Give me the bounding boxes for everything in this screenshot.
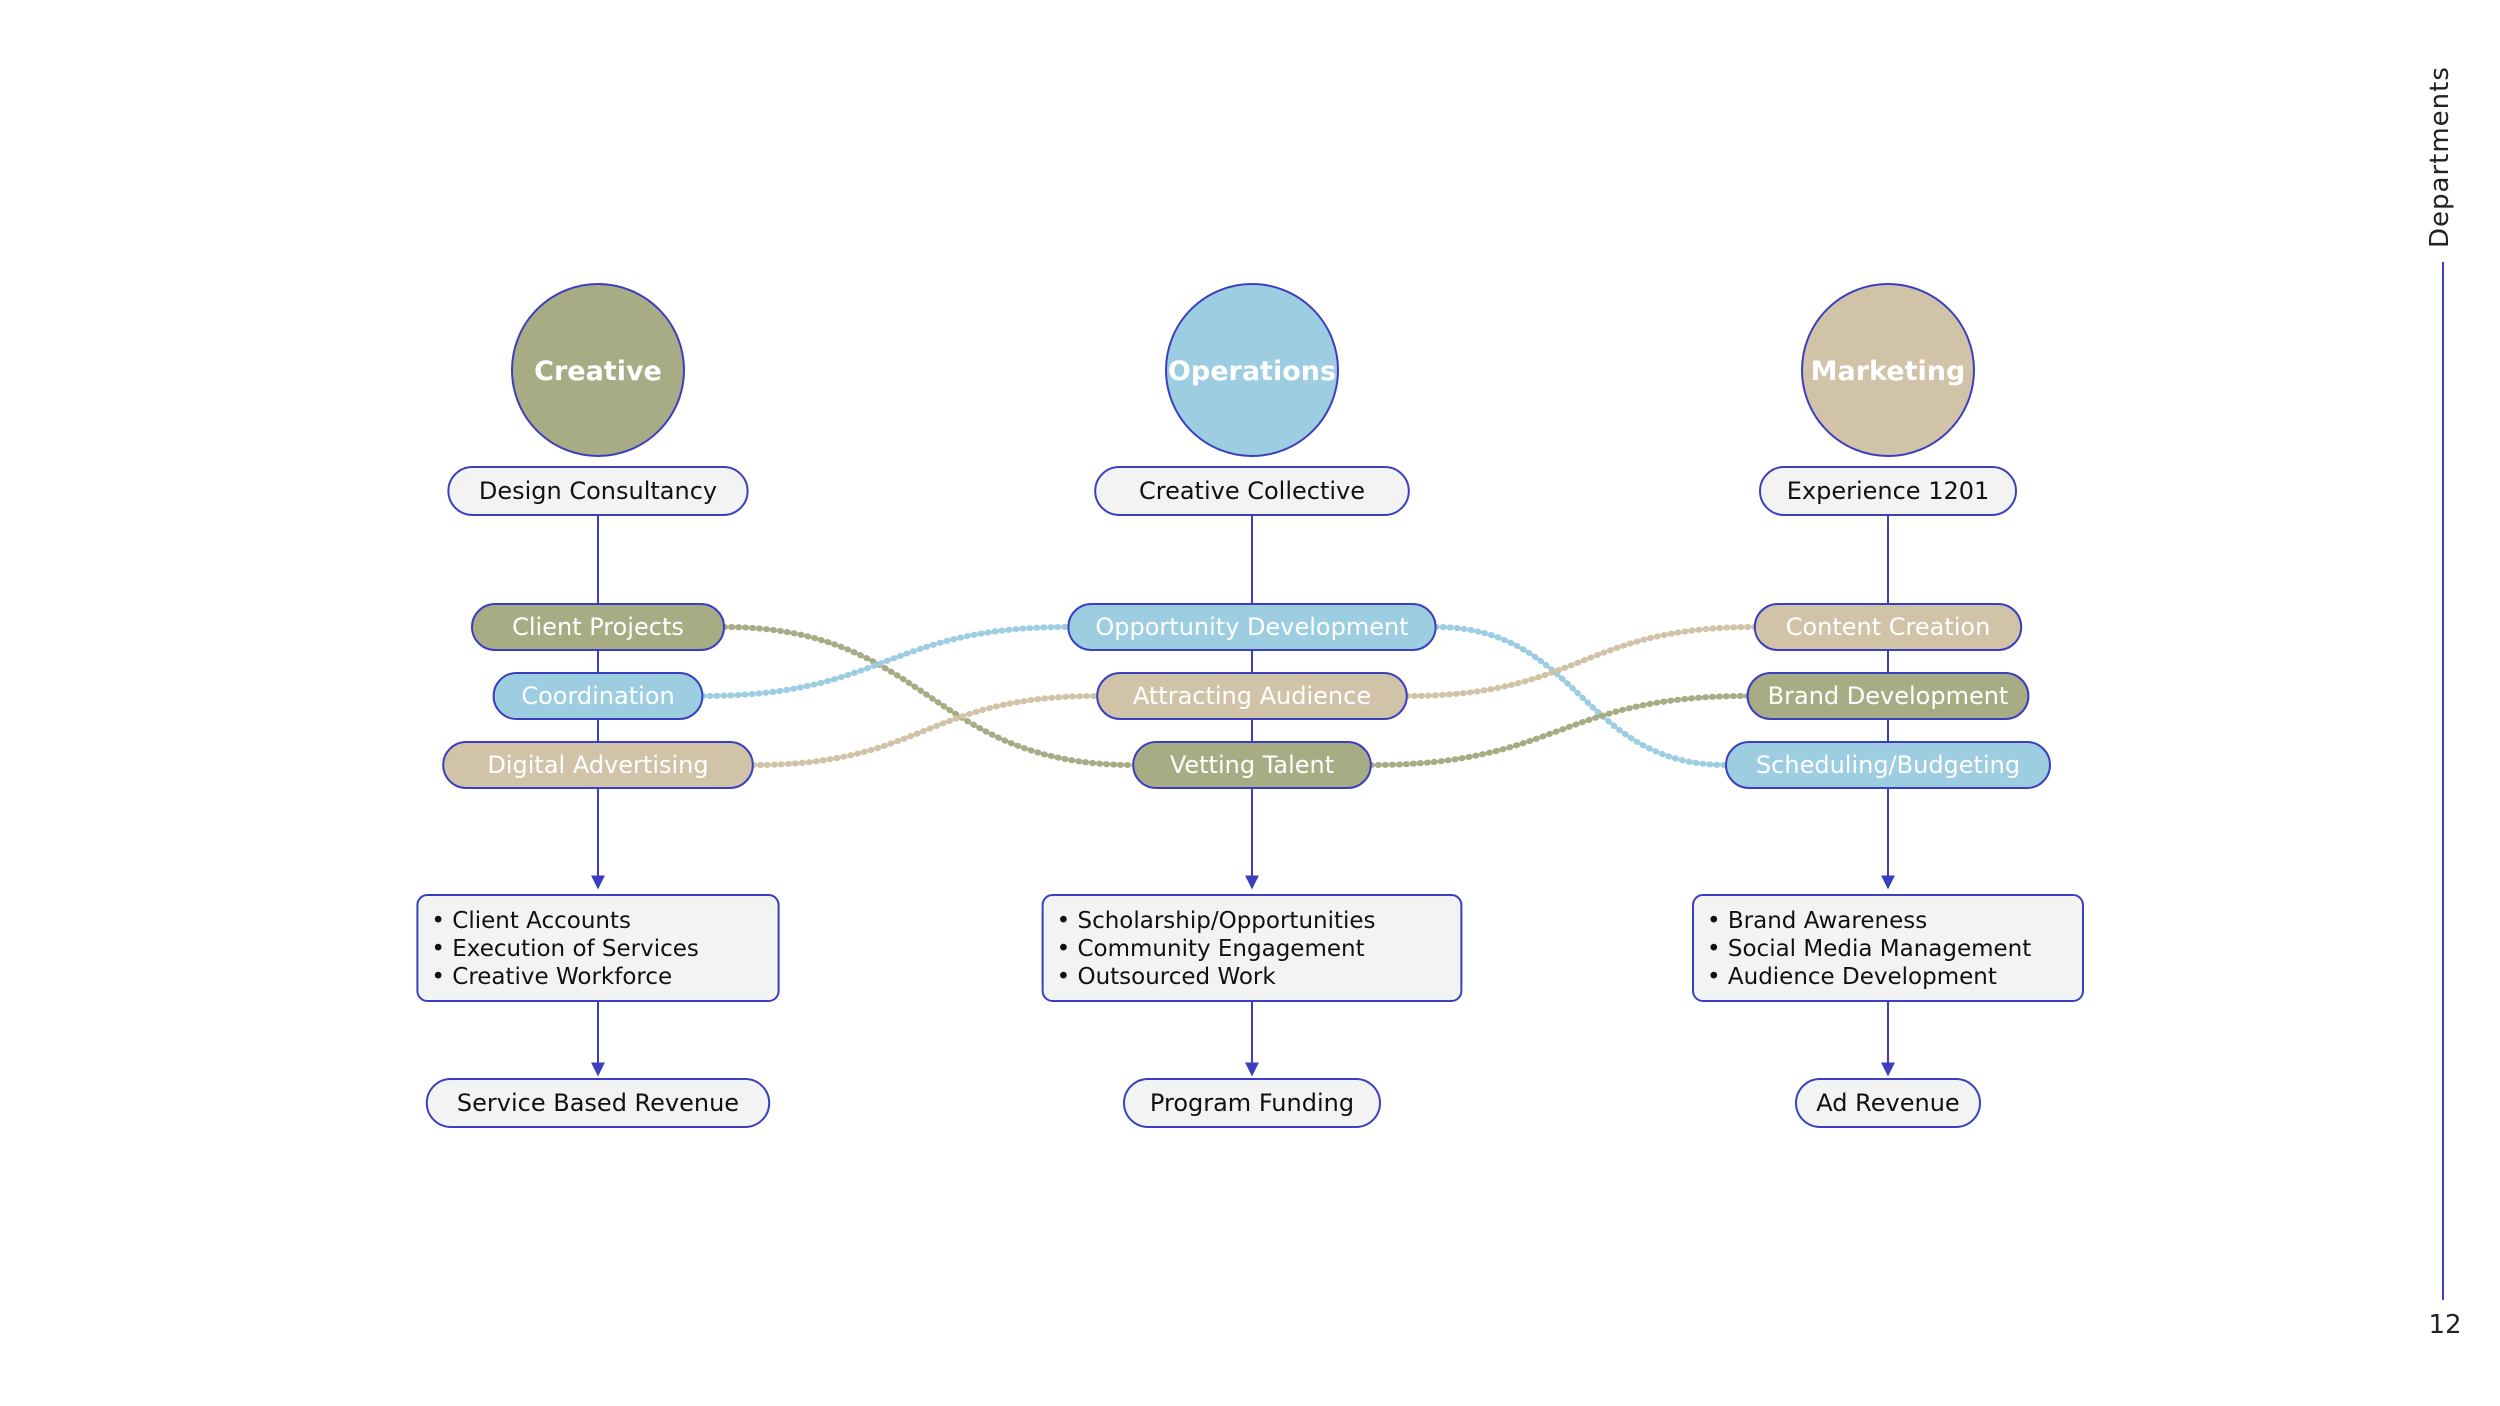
function-label: Coordination [521,682,674,710]
output-item: • Audience Development [1707,964,1997,990]
outputs-box [416,894,780,1002]
department-circle [1801,283,1975,457]
department-operations: Operations [1165,283,1339,457]
sidebar-title: Departments [2425,66,2455,248]
output-item: • Outsourced Work [1057,964,1277,990]
entity-pill [1094,466,1410,516]
function-label: Client Projects [512,613,684,641]
output-item: • Scholarship/Opportunities [1057,908,1376,934]
function-pill [1132,741,1372,789]
revenue-label: Service Based Revenue [457,1089,739,1117]
function-label: Vetting Talent [1170,751,1334,779]
department-label: Marketing [1811,356,1966,387]
department-label: Creative [534,356,662,387]
function-pill [471,603,725,651]
function-label: Scheduling/Budgeting [1756,751,2020,779]
department-marketing: Marketing [1801,283,1975,457]
entity-label: Experience 1201 [1787,477,1990,505]
outputs-box [1041,894,1463,1002]
revenue-pill [425,1078,771,1128]
department-label: Operations [1168,356,1336,387]
function-pill [492,672,704,720]
connections-layer [699,624,1758,768]
connection-curve-core [1406,625,1755,698]
function-label: Opportunity Development [1095,613,1408,641]
output-item: • Community Engagement [1057,936,1365,962]
function-label: Digital Advertising [487,751,708,779]
function-pill [1753,603,2023,651]
output-item: • Execution of Services [431,936,699,962]
connection-curve-core [702,625,1069,698]
function-pill [1096,672,1408,720]
function-pill [1067,603,1437,651]
entity-pill [447,466,749,516]
revenue-pill [1795,1078,1981,1128]
entity-pill [1759,466,2017,516]
department-circle [511,283,685,457]
outputs-box [1692,894,2084,1002]
connection-curve-core [1435,625,1727,767]
connection-curve-core [752,694,1098,767]
revenue-label: Program Funding [1150,1089,1354,1117]
output-item: • Client Accounts [431,908,631,934]
department-circle [1165,283,1339,457]
function-label: Attracting Audience [1133,682,1371,710]
entity-label: Creative Collective [1139,477,1365,505]
revenue-label: Ad Revenue [1816,1089,1959,1117]
output-item: • Creative Workforce [431,964,672,990]
entity-label: Design Consultancy [479,477,717,505]
output-item: • Social Media Management [1707,936,2031,962]
function-pill [442,741,754,789]
output-item: • Brand Awareness [1707,908,1927,934]
function-pill [1746,672,2030,720]
revenue-pill [1123,1078,1381,1128]
function-label: Content Creation [1786,613,1991,641]
connection-curve-core [723,625,1134,767]
connection-curve-core [1370,694,1748,767]
page-number: 12 [2428,1310,2462,1340]
function-label: Brand Development [1768,682,2009,710]
department-creative: Creative [511,283,685,457]
function-pill [1725,741,2051,789]
